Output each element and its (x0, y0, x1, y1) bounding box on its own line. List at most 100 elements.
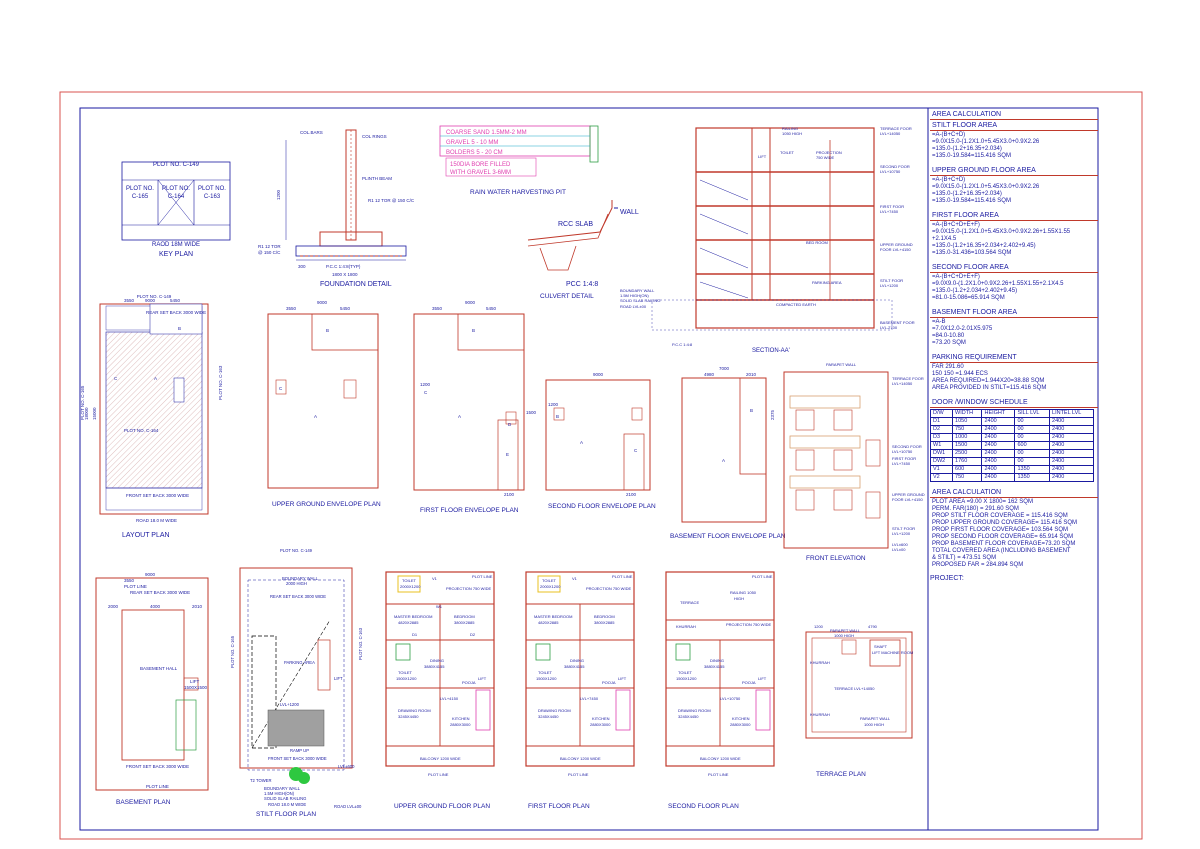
schedule-cell: 2400 (1049, 425, 1094, 434)
stilt-label-5: LVL+1200 (280, 702, 300, 707)
layout-mark-0: A (154, 376, 157, 381)
ug-env-dim-1: 3550 (286, 306, 297, 311)
schedule-cell: 1350 (1014, 465, 1051, 474)
foundation-label-5: @ 150 C/C (258, 250, 281, 255)
section-label-19: 750 WIDE (816, 155, 835, 160)
door-window-schedule: DOOR /WINDOW SCHEDULE D/W WIDTH HEIGHT S… (930, 398, 1098, 482)
schedule-cell: 2400 (981, 441, 1016, 450)
section-label-7: FOOR LVL+4150 (880, 247, 911, 252)
schedule-cell: 2400 (981, 473, 1016, 482)
stilt-line-1: =9.0X15.0-(1.2X1.0+5.45X3.0+0.9X2.26 (932, 139, 1040, 145)
bf-env-dim-1: 4980 (704, 372, 715, 377)
section-label-0: TERRACE FOOR (880, 126, 912, 131)
sf-area: SECOND FLOOR AREA =A-(B+C+D+E+F) =9.0X9.… (930, 263, 1098, 302)
elev-label-7: FOOR LVL+4150 (892, 497, 923, 502)
ff-room-3: PLOT LINE (612, 574, 633, 579)
ff-env-mark-2: C (424, 390, 428, 395)
ac2-line-6: PROP BASEMENT FLOOR COVERAGE=73.20 SQM (932, 541, 1076, 547)
area-calc-2: AREA CALCULATION PLOT AREA =9.00 X 1800=… (930, 488, 1098, 569)
terrace-label-4: KHURRAH (810, 660, 830, 665)
layout-dim-3: 15000 (92, 407, 97, 420)
bf-area-heading: BASEMENT FLOOR AREA (930, 308, 1098, 318)
bf-line-2: =84.0-10.80 (932, 333, 965, 339)
schedule-cell: 2400 (1049, 449, 1094, 458)
sf-env-dim-2: 2100 (626, 492, 637, 497)
ff-line-1: =9.0X15.0-(1.2X1.0+5.45X3.0+0.9X2.26+1.5… (932, 229, 1071, 235)
layout-label-1: PLOT NO. C-164 (124, 428, 159, 433)
schedule-cell: V1 (930, 465, 954, 474)
stilt-label-7: RAMP UP (290, 748, 309, 753)
schedule-cell: 1350 (1014, 473, 1051, 482)
section-label-12: LIFT (758, 154, 767, 159)
bf-env-title: BASEMENT FLOOR ENVELOPE PLAN (670, 533, 786, 540)
ff-level: LVL+7450 (580, 696, 599, 701)
ug-room-20: 2880X3000 (450, 722, 471, 727)
sf-room-18: 3245X4450 (678, 714, 699, 719)
culvert-detail: RCC SLAB WALL PCC 1:4:8 CULVERT DETAIL (527, 200, 639, 300)
ff-env-mark-0: A (458, 414, 461, 419)
schedule-cell: 2400 (981, 433, 1016, 442)
key-plan-left-2: C-165 (132, 194, 149, 200)
stilt-label-12: ROAD 18.0 M WIDE (268, 802, 306, 807)
section-label-6: UPPER GROUND (880, 242, 913, 247)
section-label-8: STILT FOOR (880, 278, 903, 283)
elev-label-10: LVL±600 (892, 542, 908, 547)
sf-line-1: =9.0X9.0-(1.2X1.0+0.9X2.26+1.55X1.55+2.1… (932, 281, 1064, 287)
section-label-23: ROAD LVL±00 (620, 304, 647, 309)
area-calc-2-heading: AREA CALCULATION (930, 488, 1098, 498)
schedule-cell: D2 (930, 425, 954, 434)
stilt-label-2: REAR SET BACK 3000 WIDE (270, 594, 326, 599)
elev-label-1: LVL+14050 (892, 381, 913, 386)
stilt-label-11: SOLID SLAB RAILING (264, 796, 306, 801)
basement-title: BASEMENT PLAN (116, 799, 171, 806)
layout-plot-top: PLOT NO. C-149 (137, 294, 172, 299)
stilt-plot-left: PLOT NO. C-165 (230, 635, 235, 668)
bf-line-0: =A-B (932, 319, 946, 325)
sf-line-3: =81.0-15.086=65.914 SQM (932, 295, 1005, 301)
ff-env-mark-1: B (472, 328, 475, 333)
calculation-panel: AREA CALCULATION STILT FLOOR AREA =A-(B+… (930, 110, 1098, 830)
ff-room-6: 4820X2885 (538, 620, 559, 625)
key-plan: PLOT NO. C-149 PLOT NO. C-165 PLOT NO. C… (121, 161, 231, 258)
schedule-cell: 1500 (952, 441, 983, 450)
bf-area: BASEMENT FLOOR AREA =A-B =7.0X12.0-2.01X… (930, 308, 1098, 347)
schedule-cell: 2400 (981, 449, 1016, 458)
first-floor-plan: TOILET 2000X1200 V1 PLOT LINE PROJECTION… (525, 571, 635, 810)
key-plan-road: RAOD 18M WIDE (152, 242, 200, 248)
sf-env-mark-0: A (580, 440, 583, 445)
basement-dim-4: 2010 (192, 604, 203, 609)
layout-title: LAYOUT PLAN (122, 532, 170, 539)
ff-env-dim-0: 9000 (465, 300, 476, 305)
sf-room-12: DINING (710, 658, 724, 663)
ug-room-4: PROJECTION 750 WIDE (446, 586, 491, 591)
bf-env-mark-0: A (722, 458, 725, 463)
rain-bore-1: WITH GRAVEL 3-6MM (450, 170, 511, 176)
table-row: D3 1000 2400 00 2400 (930, 433, 1094, 442)
section-label-18: PROJECTION (816, 150, 842, 155)
ug-room-1: 2000X1200 (400, 584, 421, 589)
layout-plot-left: PLOT NO. C-165 (80, 385, 85, 420)
ug-line-3: =135.0-19.584=115.416 SQM (932, 198, 1011, 204)
ug-floor-title: UPPER GROUND FLOOR PLAN (394, 803, 490, 810)
table-row: DW1 2500 2400 00 2400 (930, 449, 1094, 458)
schedule-cell: 2500 (952, 449, 983, 458)
basement-label-5: FRONT SET BACK 3000 WIDE (126, 764, 189, 769)
ug-room-17: DRAWING ROOM (398, 708, 431, 713)
schedule-cell: 750 (952, 425, 983, 434)
basement-dim-0: 9000 (145, 572, 156, 577)
foundation-label-2: PLINTH BEAM (362, 176, 392, 181)
stilt-line-3: =135.0-19.584=115.416 SQM (932, 153, 1011, 159)
ff-env-dim-2: 5450 (486, 306, 497, 311)
table-row: V1 600 2400 1350 2400 (930, 465, 1094, 474)
layout-mark-1: B (178, 326, 181, 331)
key-plan-right-2: C-163 (204, 194, 221, 200)
layout-dim-0: 9000 (145, 298, 156, 303)
schedule-table: D/W WIDTH HEIGHT SILL LVL LINTEL LVL D1 … (930, 409, 1094, 482)
bf-env-dim-2: 2010 (746, 372, 757, 377)
sf-env-dim-1: 1200 (548, 402, 559, 407)
ug-env-dim-2: 5450 (340, 306, 351, 311)
layout-dim-2: 5450 (170, 298, 181, 303)
second-floor-plan: TERRACE KHURRAH RAILING 1050 HIGH PLOT L… (665, 571, 775, 810)
ug-room-8: 3800X2885 (454, 620, 475, 625)
